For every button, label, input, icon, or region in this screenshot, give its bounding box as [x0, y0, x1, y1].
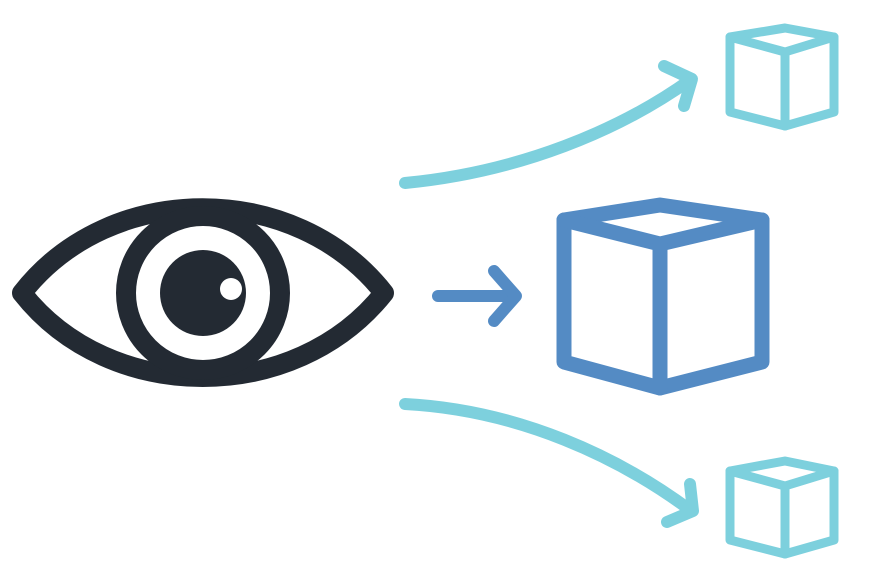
eye-outline	[12, 198, 394, 387]
eye-pupil	[160, 250, 246, 336]
cube-icon	[556, 197, 770, 396]
curved-arrow-down-right-icon	[399, 398, 699, 528]
eye-iris	[116, 206, 290, 380]
eye-highlight	[220, 278, 242, 300]
curved-arrow-up-right-icon	[399, 60, 698, 189]
eye-icon	[12, 198, 394, 387]
arrow-right-icon	[432, 265, 522, 327]
bottom-cube-icon	[725, 456, 839, 559]
top-cube-icon	[725, 23, 839, 131]
